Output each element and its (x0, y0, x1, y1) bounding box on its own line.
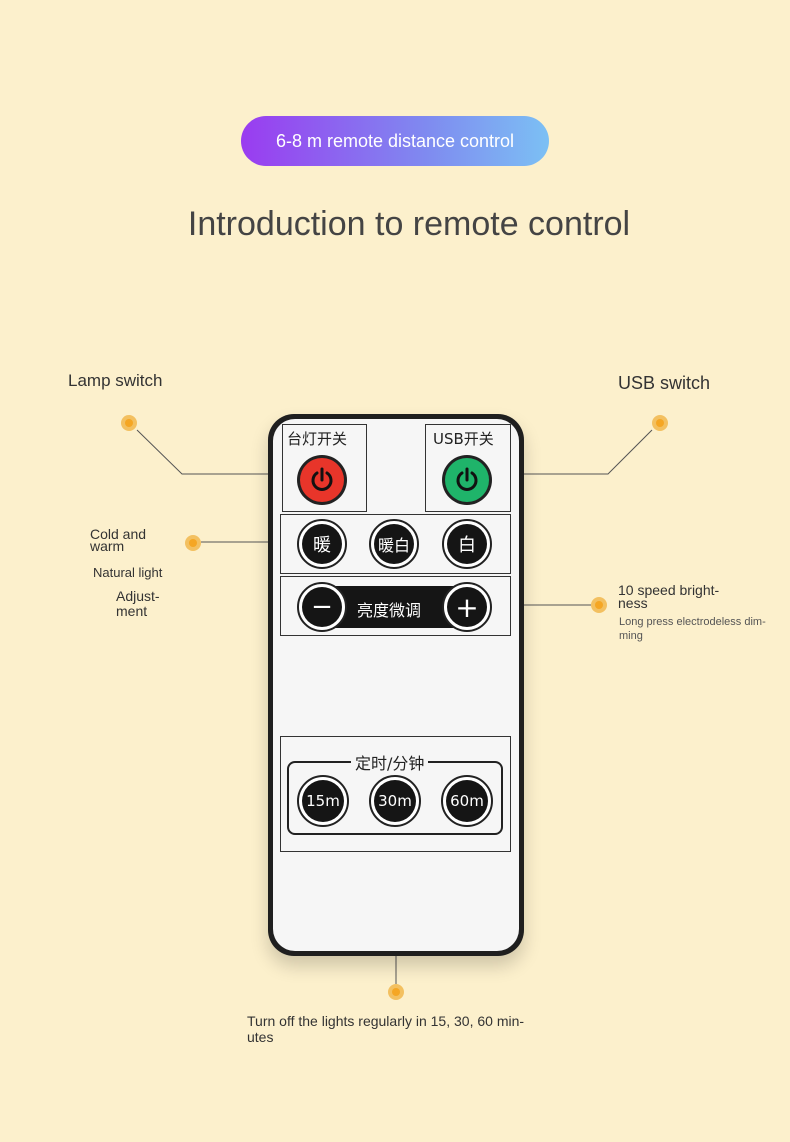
brightness-dot (591, 597, 607, 613)
timer-dot (388, 984, 404, 1000)
white-button[interactable]: 白 (442, 519, 492, 569)
timer-label: Turn off the lights regularly in 15, 30,… (247, 1013, 524, 1045)
warm-white-button[interactable]: 暖白 (369, 519, 419, 569)
natural-light-label: Natural light (93, 565, 163, 580)
color-temperature-box: 暖 暖白 白 (280, 514, 511, 574)
brightness-plus-button[interactable]: + (442, 582, 492, 632)
timer-line2: utes (247, 1029, 274, 1045)
warm-button[interactable]: 暖 (297, 519, 347, 569)
page-title: Introduction to remote control (187, 205, 631, 243)
adjust-line2: ment (116, 603, 148, 619)
long-press-line1: Long press electrodeless dim- (619, 616, 766, 628)
usb-leader-line (512, 429, 653, 475)
power-icon (456, 467, 478, 491)
brightness-box: 亮度微调 − + (280, 576, 511, 636)
color-dot (185, 535, 201, 551)
timer-15m-button[interactable]: 15m (297, 775, 349, 827)
cold-warm-line2: warm (90, 538, 125, 554)
power-icon (311, 467, 333, 491)
brightness-label: 10 speed bright- ness (618, 582, 720, 611)
warm-white-button-label: 暖白 (374, 524, 414, 564)
cold-warm-line1: Cold and (90, 526, 147, 542)
timer-15m-label: 15m (302, 780, 344, 822)
cold-warm-label: Cold and warm (90, 526, 147, 554)
warm-button-label: 暖 (302, 524, 342, 564)
timer-box: 定时/分钟 15m 30m 60m (280, 736, 511, 852)
lamp-power-button[interactable] (297, 455, 347, 505)
long-press-label: Long press electrodeless dim- ming (619, 615, 766, 643)
remote-control: 台灯开关 USB开关 暖 暖白 白 (268, 414, 524, 956)
timer-30m-label: 30m (374, 780, 416, 822)
minus-icon: − (302, 587, 342, 627)
adjustment-label: Adjust- ment (116, 589, 160, 619)
distance-banner: 6-8 m remote distance control (241, 116, 549, 166)
adjust-line1: Adjust- (116, 588, 160, 604)
usb-switch-dot (652, 415, 668, 431)
lamp-switch-label: Lamp switch (68, 371, 163, 390)
usb-switch-box: USB开关 (425, 424, 511, 512)
usb-power-button[interactable] (442, 455, 492, 505)
white-button-label: 白 (447, 524, 487, 564)
plus-icon: + (447, 587, 487, 627)
brightness-line1: 10 speed bright- (618, 582, 720, 598)
timer-line1: Turn off the lights regularly in 15, 30,… (247, 1013, 525, 1029)
usb-switch-label: USB switch (618, 373, 711, 393)
timer-60m-button[interactable]: 60m (441, 775, 493, 827)
usb-switch-zh-label: USB开关 (433, 430, 494, 448)
lamp-leader-line (136, 429, 283, 475)
lamp-switch-box: 台灯开关 (282, 424, 367, 512)
brightness-line2: ness (618, 595, 648, 611)
lamp-switch-dot (121, 415, 137, 431)
remote-face (273, 419, 519, 951)
lamp-switch-zh-label: 台灯开关 (287, 430, 348, 448)
long-press-line2: ming (619, 630, 643, 642)
timer-60m-label: 60m (446, 780, 488, 822)
timer-30m-button[interactable]: 30m (369, 775, 421, 827)
timer-zh-label: 定时/分钟 (351, 750, 429, 774)
brightness-fine-tune-label: 亮度微调 (357, 601, 422, 620)
brightness-minus-button[interactable]: − (297, 582, 347, 632)
